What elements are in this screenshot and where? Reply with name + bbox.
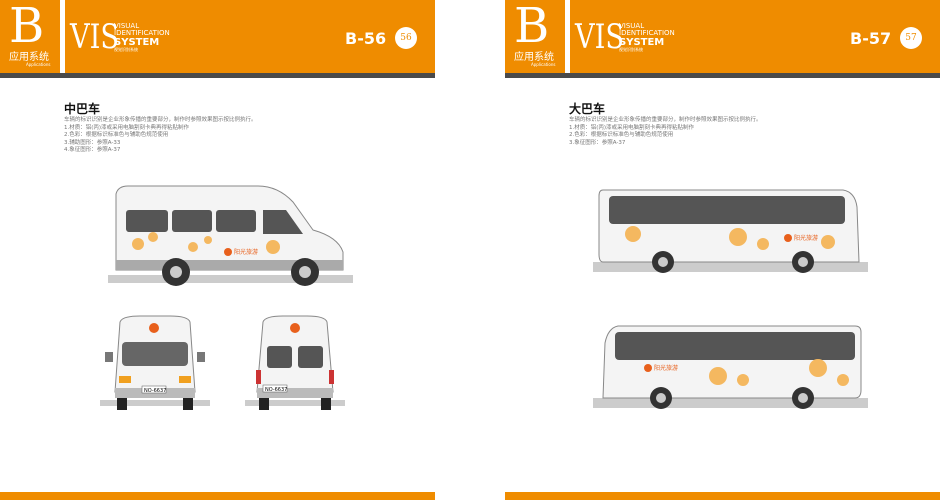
vis-line1: VISUAL <box>114 22 140 30</box>
vis-logo: VIS <box>70 17 120 57</box>
desc-line: 1.材质：铝(丙)漆或采用电脑割刻卡典再得粘贴制作 <box>569 124 695 131</box>
page-number: 57 <box>900 27 922 49</box>
rear-plate: NO-6637 <box>265 387 287 393</box>
bus-logo-text: 阳光旅游 <box>654 364 678 372</box>
page-code: B-57 <box>850 29 892 48</box>
page-title: 大巴车 <box>569 102 606 116</box>
bus-side-right-illustration: 阳光旅游 <box>593 189 868 273</box>
section-en: Applications <box>531 62 556 67</box>
vis-cn: 视觉识别系统 <box>619 47 643 52</box>
section-block: B 应用系统 Applications <box>0 0 60 73</box>
description: 车辆的标识识别是企业形象传播的重要部分，制作时参照效果图示按比例执行。 1.材质… <box>64 117 257 155</box>
desc-line: 2.色彩：根据标识标准色与辅助色规范使用 <box>64 132 169 139</box>
page-code: B-56 <box>345 29 387 48</box>
footer-bar <box>505 492 940 500</box>
section-en: Applications <box>26 62 51 67</box>
van-rear-illustration: NO-6637 <box>245 315 345 410</box>
header-stripe <box>0 73 435 78</box>
desc-line: 4.象征图形：参照A-37 <box>64 147 121 154</box>
desc-line: 2.色彩：根据标识标准色与辅助色规范使用 <box>569 132 674 139</box>
van-logo-text: 阳光旅游 <box>234 248 258 256</box>
vis-system: SYSTEM <box>619 37 665 48</box>
section-letter: B <box>9 0 45 54</box>
vis-cn: 视觉识别系统 <box>114 47 138 52</box>
header-stripe <box>505 73 940 78</box>
vis-line2: IDENTIFICATION <box>114 29 170 37</box>
bus-logo-text: 阳光旅游 <box>794 234 818 242</box>
desc-line: 车辆的标识识别是企业形象传播的重要部分，制作时参照效果图示按比例执行。 <box>569 117 762 123</box>
page-number: 56 <box>395 27 417 49</box>
section-block: B 应用系统 Applications <box>505 0 565 73</box>
vis-system: SYSTEM <box>114 37 160 48</box>
bus-side-left-illustration: 阳光旅游 <box>593 325 868 409</box>
desc-line: 1.材质：铝(丙)漆或采用电脑割刻卡典再得粘贴制作 <box>64 124 190 131</box>
van-side-illustration: 阳光旅游 <box>108 185 353 286</box>
divider <box>565 0 570 78</box>
vis-line2: IDENTIFICATION <box>619 29 675 37</box>
desc-line: 3.象征图形：参照A-37 <box>569 139 626 146</box>
desc-line: 3.辅助图形：参照A-33 <box>64 139 121 146</box>
section-cn: 应用系统 <box>9 52 49 63</box>
section-cn: 应用系统 <box>514 52 554 63</box>
front-plate: NO-6637 <box>144 388 166 394</box>
description: 车辆的标识识别是企业形象传播的重要部分，制作时参照效果图示按比例执行。 1.材质… <box>569 117 762 147</box>
divider <box>60 0 65 78</box>
page-title: 中巴车 <box>64 102 101 116</box>
vis-line1: VISUAL <box>619 22 645 30</box>
footer-bar <box>0 492 435 500</box>
section-letter: B <box>514 0 550 54</box>
vis-logo: VIS <box>575 17 625 57</box>
desc-line: 车辆的标识识别是企业形象传播的重要部分，制作时参照效果图示按比例执行。 <box>64 117 257 123</box>
van-front-illustration: NO-6637 <box>100 315 210 410</box>
